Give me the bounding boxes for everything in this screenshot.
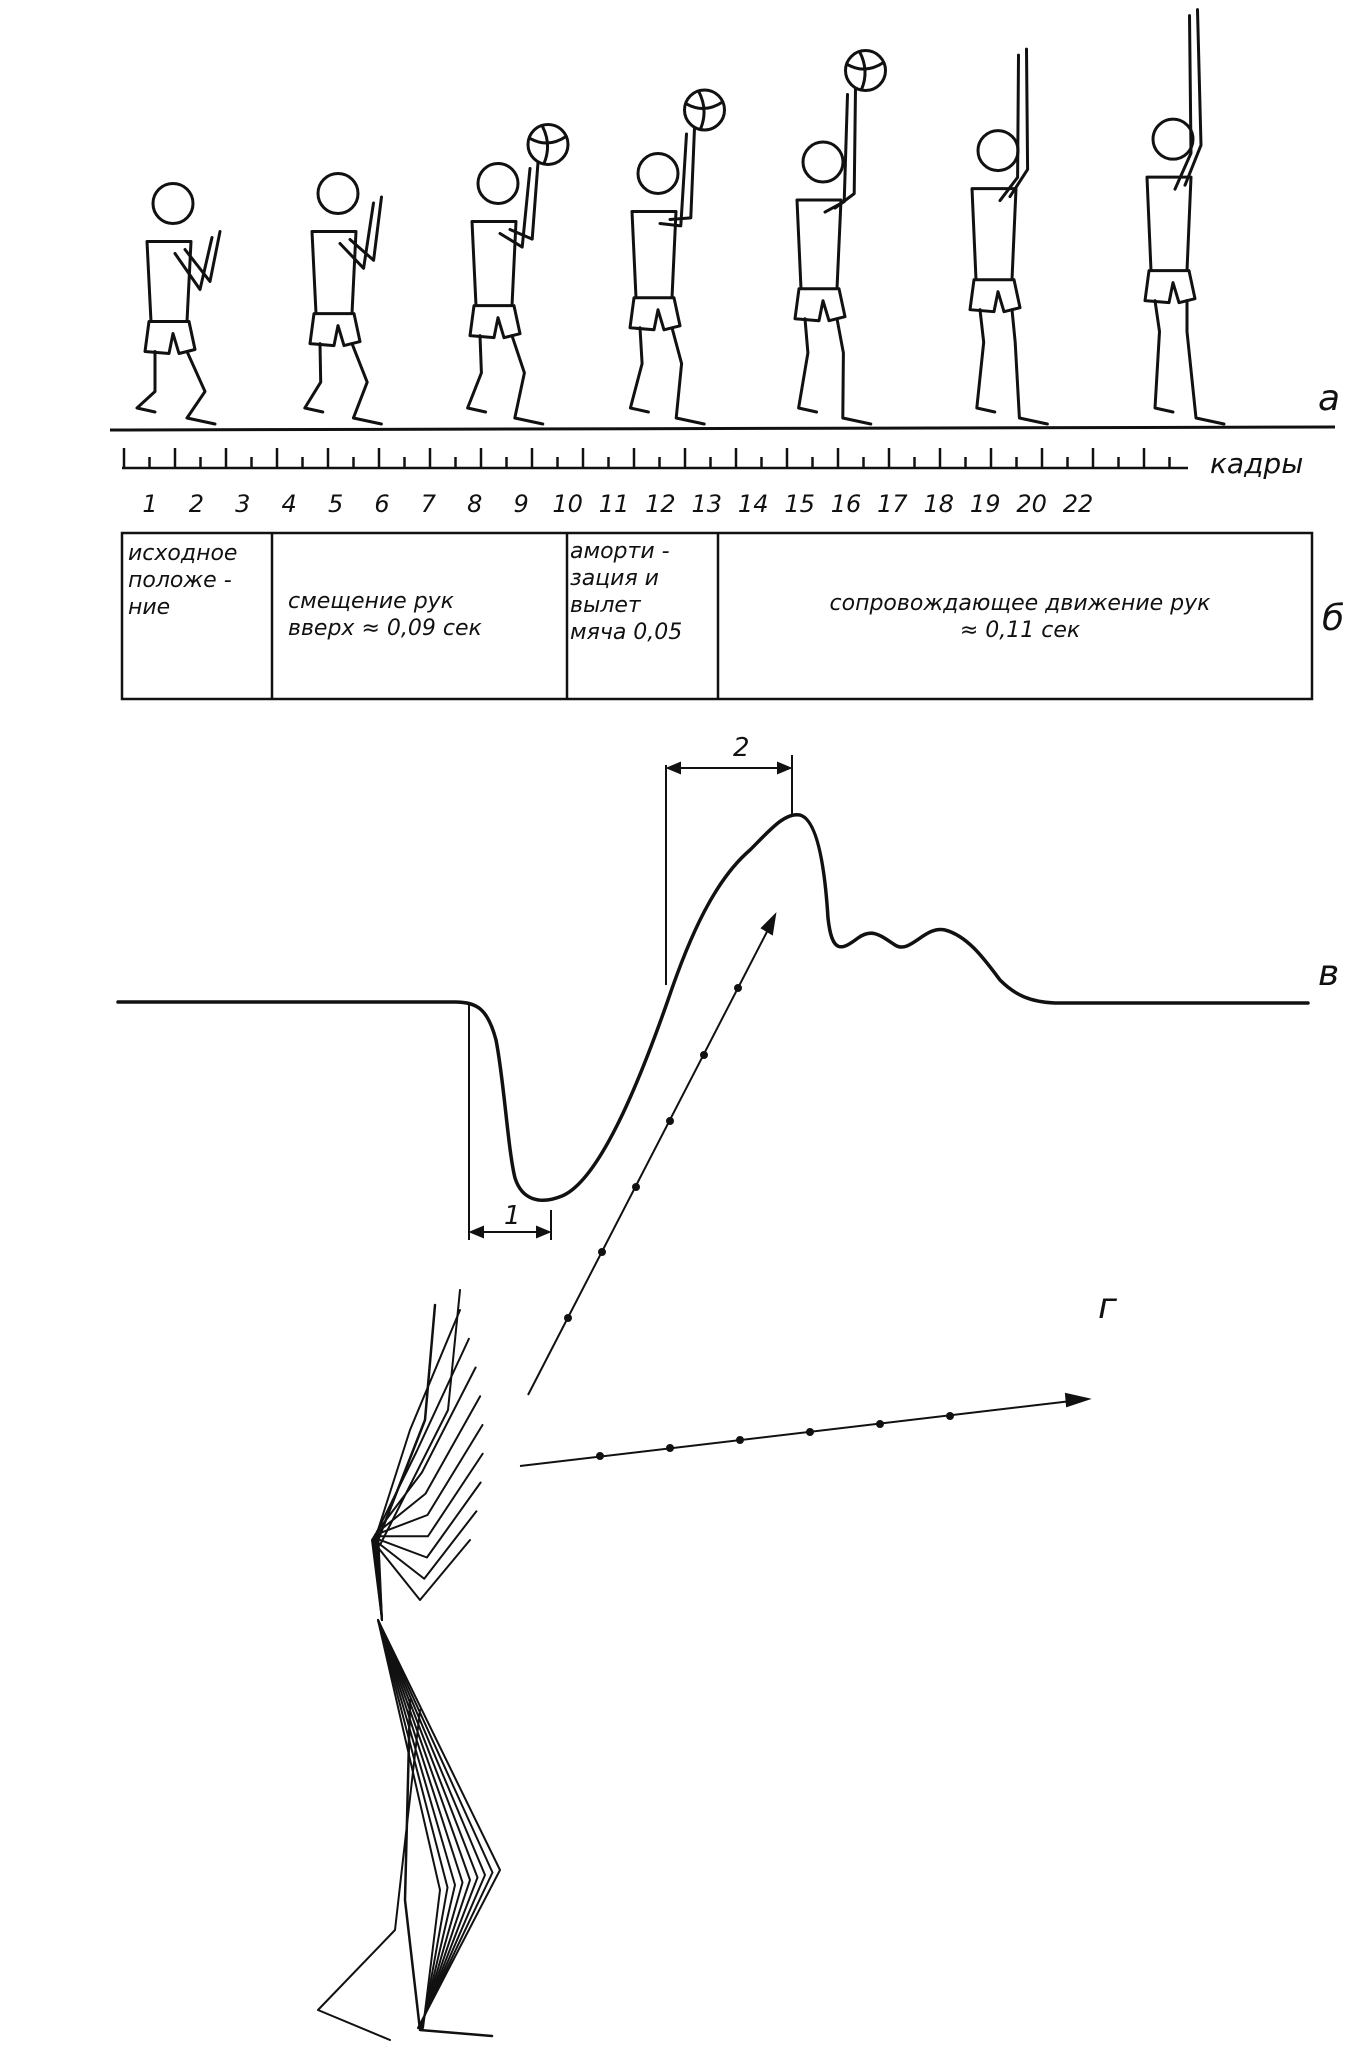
- frame-number: 14: [738, 490, 769, 518]
- player-figure: [1143, 8, 1226, 426]
- frame-number: 2: [189, 490, 204, 518]
- phase-line: ние: [128, 595, 171, 620]
- frame-number: 13: [692, 490, 723, 518]
- phase-cushioning-release: аморти - зация и вылет мяча 0,05: [570, 538, 716, 646]
- ball-trajectory-up: [527, 912, 777, 1396]
- frame-number: 7: [421, 490, 437, 518]
- phase-initial-position: исходное положе - ние: [128, 540, 270, 621]
- floor-line: [109, 425, 1336, 432]
- panel-label-v: в: [1318, 953, 1339, 994]
- phase-line: смещение рук: [288, 589, 454, 614]
- phase-line: мяча 0,05: [570, 620, 683, 645]
- phase-line: зация и: [570, 566, 659, 591]
- frame-number: 16: [831, 490, 862, 518]
- frame-number: 10: [552, 490, 583, 518]
- frame-number: 4: [282, 490, 297, 518]
- interval-markers: [468, 755, 793, 1240]
- player-figure: [968, 47, 1049, 426]
- frame-number: 11: [599, 490, 630, 518]
- frame-number: 1: [142, 490, 157, 518]
- frame-number: 17: [877, 490, 908, 518]
- panel-label-b: б: [1322, 598, 1344, 639]
- frame-number: 8: [467, 490, 482, 518]
- panel-label-a: а: [1318, 378, 1340, 419]
- player-figure: [303, 171, 383, 426]
- frame-number: 12: [645, 490, 676, 518]
- frame-number: 20: [1016, 490, 1047, 518]
- head-trace: [379, 1289, 461, 1546]
- phase-line: вылет: [570, 593, 641, 618]
- phase-line: ≈ 0,11 сек: [959, 618, 1081, 643]
- player-figure: [793, 49, 887, 426]
- volleyball-icon: [683, 88, 726, 132]
- ball-trajectory-forward: [519, 1392, 1092, 1467]
- phase-line: вверх ≈ 0,09 сек: [288, 616, 482, 641]
- stick-figure-frame: [374, 1424, 484, 2029]
- player-sequence: [135, 8, 1226, 426]
- head-trace: [376, 1303, 437, 1542]
- interval-label-2: 2: [733, 733, 750, 763]
- player-figure: [466, 122, 570, 426]
- frame-number: 9: [514, 490, 529, 518]
- frame-number: 18: [924, 490, 955, 518]
- stick-figure-frame: [377, 1309, 461, 2029]
- frame-number: 19: [970, 490, 1001, 518]
- phase-line: положе -: [128, 568, 232, 593]
- volleyball-icon: [844, 49, 887, 93]
- panel-label-g: г: [1098, 1286, 1118, 1327]
- player-figure: [135, 182, 222, 426]
- frame-number: 22: [1063, 490, 1094, 518]
- force-curve: [116, 813, 1310, 1202]
- frame-number: 3: [235, 490, 250, 518]
- stick-figure-sequence: [317, 1289, 501, 2041]
- frame-number: 15: [784, 490, 815, 518]
- phase-line: аморти -: [570, 539, 670, 564]
- phase-line: сопровождающее движение рук: [829, 591, 1211, 616]
- phase-table: [120, 531, 1314, 701]
- volleyball-icon: [526, 122, 570, 166]
- phase-arm-raise: смещение рук вверх ≈ 0,09 сек: [288, 588, 566, 642]
- frame-number: 6: [374, 490, 389, 518]
- frame-number: 5: [328, 490, 343, 518]
- interval-label-1: 1: [504, 1201, 521, 1231]
- front-leg-trace: [403, 1698, 494, 2038]
- player-figure: [628, 88, 726, 426]
- phase-line: исходное: [128, 541, 238, 566]
- phase-follow-through: сопровождающее движение рук ≈ 0,11 сек: [735, 590, 1305, 644]
- frames-axis-label: кадры: [1210, 447, 1303, 480]
- frame-ruler: [122, 448, 1188, 470]
